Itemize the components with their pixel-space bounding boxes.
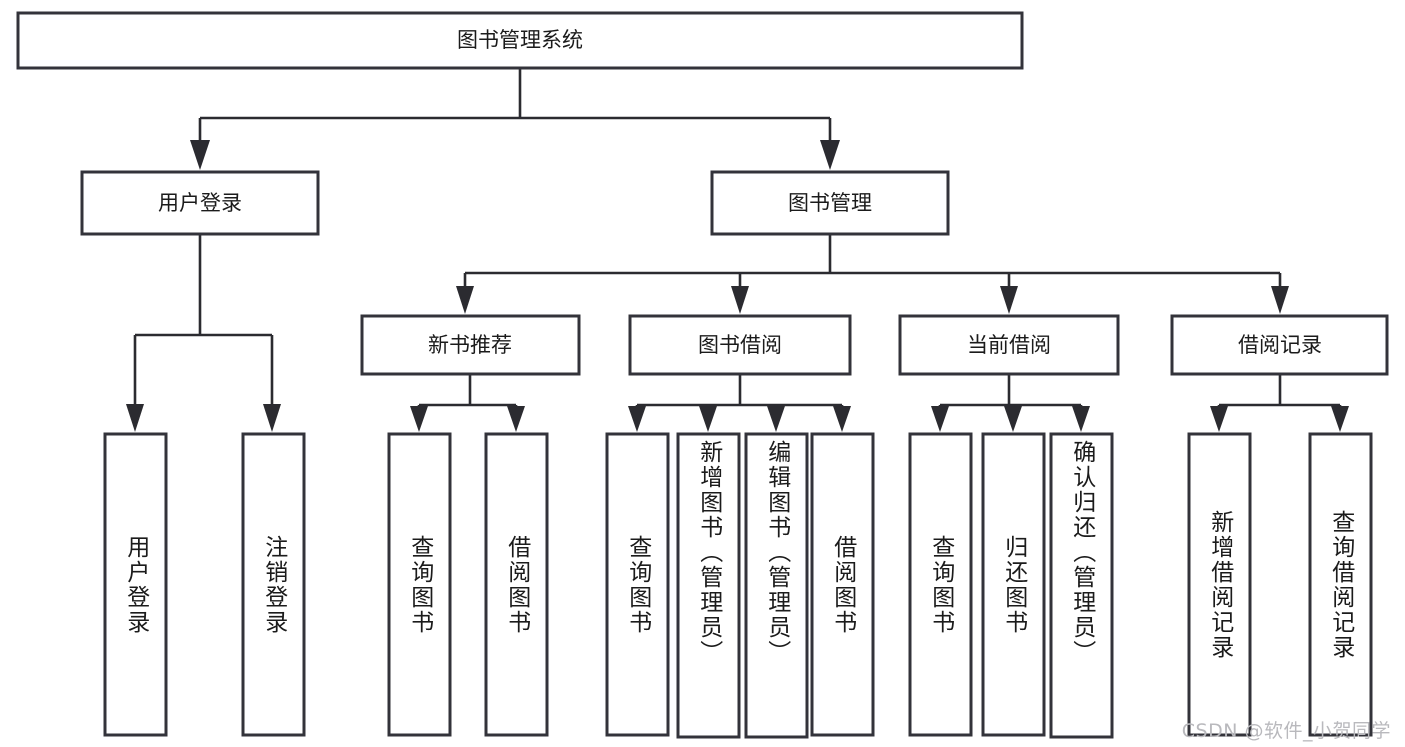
node-borrow-record-box[interactable]	[1170, 314, 1389, 376]
arrow-head-bb-query-book	[628, 406, 646, 432]
label-new-book-rec: 新书推荐	[428, 333, 512, 357]
arrow-head-cb-query-book	[931, 406, 949, 432]
leaf-box-bb-add-book[interactable]	[676, 432, 741, 739]
leaf-box-logout[interactable]	[241, 432, 306, 737]
arrow-head-br-add-record	[1210, 406, 1228, 432]
arrow-head-leaf-logout	[263, 404, 281, 432]
arrow-head-bb-borrow-book	[833, 406, 851, 432]
arrow-head-br-query-record	[1331, 406, 1349, 432]
arrow-head-current-borrow	[1000, 286, 1018, 314]
arrow-head-nbr-query-book	[410, 406, 428, 432]
arrow-head-book-borrow	[731, 286, 749, 314]
label-book-borrow: 图书借阅	[698, 333, 782, 357]
arrow-head-nbr-borrow-book	[507, 406, 525, 432]
leaf-box-cb-return-book[interactable]	[981, 432, 1046, 737]
leaf-box-user-login[interactable]	[103, 432, 168, 737]
leaf-box-cb-confirm-return[interactable]	[1049, 432, 1114, 739]
arrow-head-borrow-record	[1271, 286, 1289, 314]
node-new-book-rec-box[interactable]	[360, 314, 581, 376]
node-book-mgmt-box[interactable]	[710, 170, 950, 236]
leaf-box-br-query-record[interactable]	[1308, 432, 1373, 737]
arrow-head-bb-add-book	[699, 406, 717, 432]
connector-group	[126, 68, 1349, 432]
label-root: 图书管理系统	[457, 28, 583, 52]
label-user-login: 用户登录	[158, 191, 242, 215]
label-current-borrow: 当前借阅	[967, 333, 1051, 357]
leaf-box-bb-query-book[interactable]	[605, 432, 670, 737]
arrow-head-new-book-rec	[456, 286, 474, 314]
leaf-box-bb-edit-book[interactable]	[744, 432, 809, 739]
arrow-head-cb-return-book	[1004, 406, 1022, 432]
node-book-borrow-box[interactable]	[628, 314, 852, 376]
leaf-box-cb-query-book[interactable]	[908, 432, 973, 737]
node-user-login-box[interactable]	[80, 170, 320, 236]
arrow-head-user-login	[190, 140, 210, 170]
arrow-head-leaf-user-login	[126, 404, 144, 432]
node-current-borrow-box[interactable]	[898, 314, 1120, 376]
label-borrow-record: 借阅记录	[1238, 333, 1322, 357]
node-box-group	[16, 11, 1389, 739]
csdn-watermark: CSDN @软件_小贺同学	[1181, 720, 1391, 742]
node-label-group: 图书管理系统 用户登录 图书管理 新书推荐 图书借阅 当前借阅 借阅记录	[158, 28, 1322, 357]
leaf-box-bb-borrow-book[interactable]	[810, 432, 875, 737]
leaf-box-br-add-record[interactable]	[1187, 432, 1252, 737]
arrow-head-bb-edit-book	[767, 406, 785, 432]
label-book-mgmt: 图书管理	[788, 191, 872, 215]
node-root-box[interactable]	[16, 11, 1024, 70]
arrow-head-book-mgmt	[820, 140, 840, 170]
leaf-box-nbr-borrow-book[interactable]	[484, 432, 549, 737]
leaf-box-nbr-query-book[interactable]	[387, 432, 452, 737]
arrow-head-cb-confirm-return	[1072, 406, 1090, 432]
